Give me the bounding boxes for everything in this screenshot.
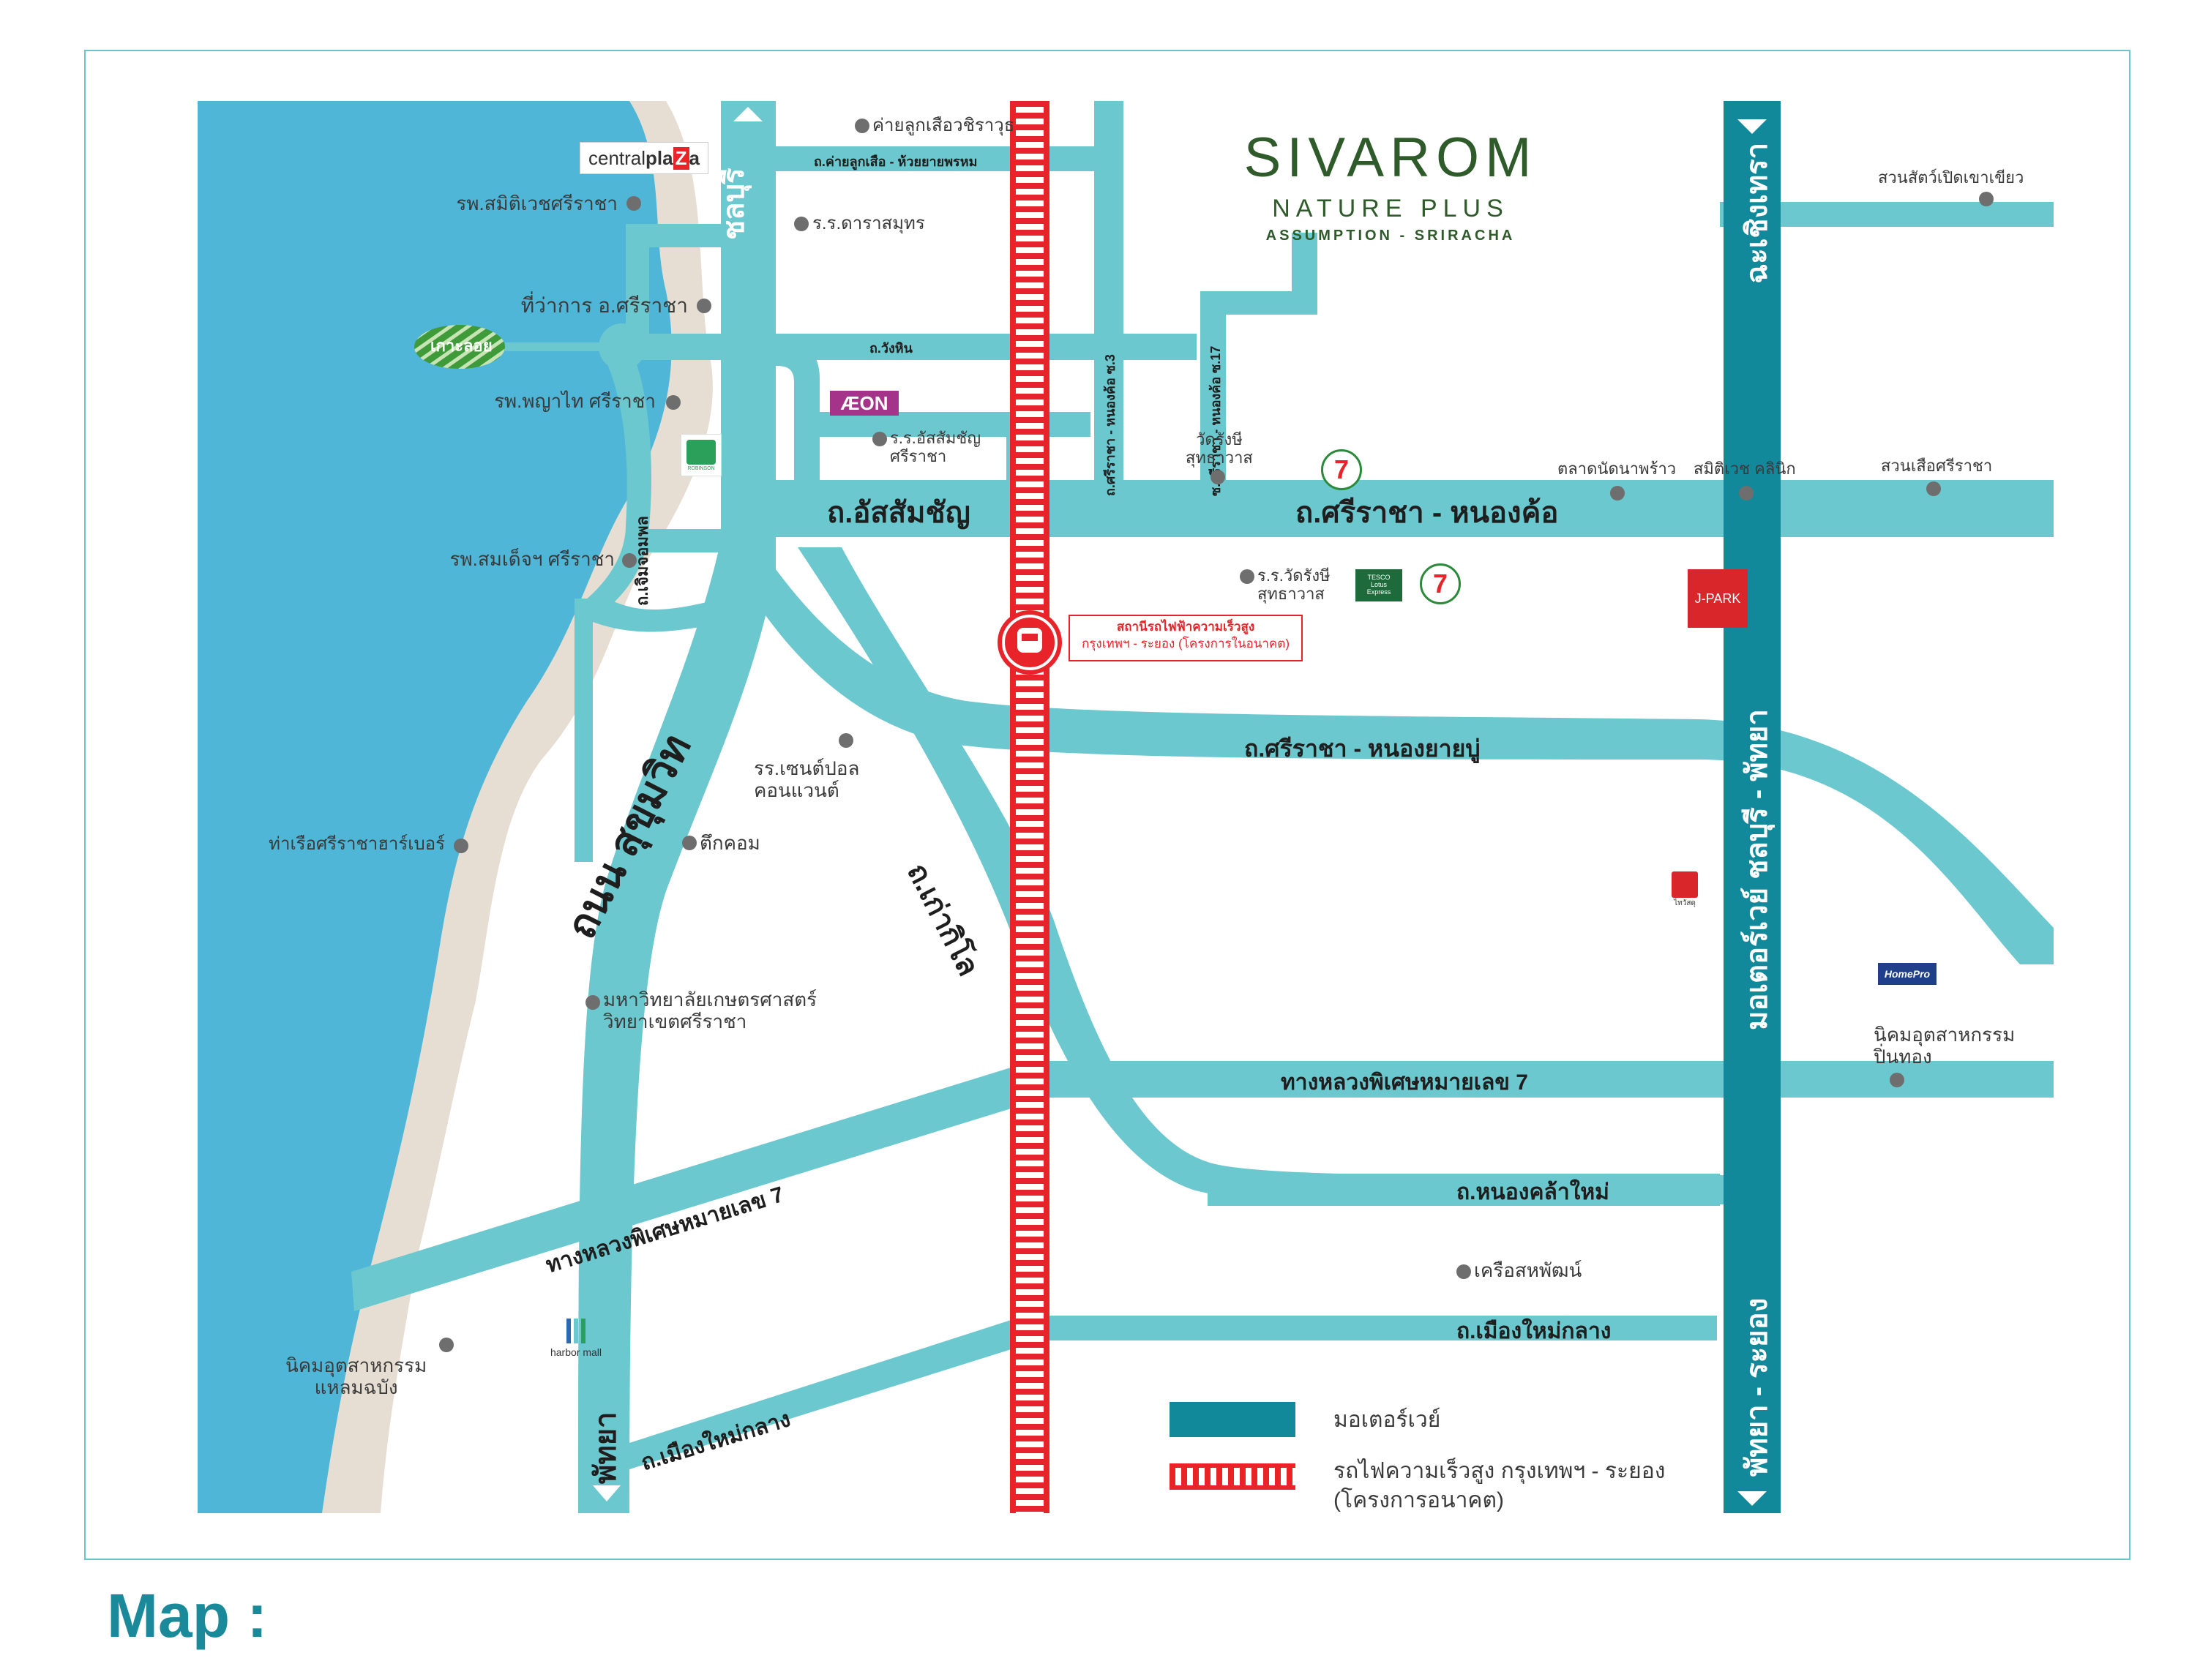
poi-dot xyxy=(1926,481,1941,496)
sea xyxy=(198,101,672,1513)
road-label-motorway-bottom: พัทยา - ระยอง xyxy=(1741,1297,1773,1477)
road-label-scout: ถ.ค่ายลูกเสือ - ห้วยยายพรหม xyxy=(814,154,978,169)
poi-scout-camp: ค่ายลูกเสือวชิราวุธ xyxy=(872,116,1015,135)
road-label-hw7-right: ทางหลวงพิเศษหมายเลข 7 xyxy=(1281,1070,1528,1095)
poi-dot xyxy=(1739,486,1754,500)
thaiwatsadu-logo: ไทวัสดุ xyxy=(1669,869,1701,910)
poi-dot xyxy=(585,995,600,1010)
poi-hospital-queen: รพ.สมเด็จฯ ศรีราชา xyxy=(449,548,615,570)
poi-assumption-school: ร.ร.อัสสัมชัญ ศรีราชา xyxy=(890,429,981,466)
poi-wat-rangsi: วัดรังษี สุทธาวาส xyxy=(1186,430,1253,468)
road-label-chonburi: ชลบุรี xyxy=(718,168,750,240)
poi-dot xyxy=(626,196,641,211)
jpark-logo: J-PARK xyxy=(1688,569,1748,628)
poi-dot xyxy=(1610,486,1625,500)
harbor-mall-text: harbor mall xyxy=(550,1346,602,1358)
harbor-mall-mark xyxy=(566,1319,585,1343)
poi-kasetsart: มหาวิทยาลัยเกษตรศาสตร์ วิทยาเขตศรีราชา xyxy=(603,989,817,1032)
poi-dot xyxy=(622,553,637,568)
poi-samitivej-clinic: สมิติเวช คลินิก xyxy=(1694,460,1796,478)
station-line1: สถานีรถไฟฟ้าความเร็วสูง xyxy=(1116,620,1255,634)
poi-tuk-com: ตึกคอม xyxy=(700,832,760,854)
seven-eleven-logo-b: 7 xyxy=(1420,563,1461,604)
brand-line2: NATURE PLUS xyxy=(1272,195,1509,222)
train-station-icon xyxy=(998,610,1062,675)
poi-dot xyxy=(1456,1264,1471,1279)
road-label-wangnin: ถ.วังหิน xyxy=(869,341,913,356)
koh-loy-bridge xyxy=(505,342,600,351)
road-label-nongyaiboo: ถ.ศรีราชา - หนองยายบู่ xyxy=(1244,735,1481,762)
poi-pinthong: นิคมอุตสาหกรรม ปิ่นทอง xyxy=(1874,1024,2016,1068)
thaiwatsadu-text: ไทวัสดุ xyxy=(1674,899,1696,907)
arrow-down-pattaya xyxy=(593,1485,621,1501)
poi-dot xyxy=(682,836,697,850)
poi-dot xyxy=(839,733,853,748)
road-label-mueang-right: ถ.เมืองใหม่กลาง xyxy=(1456,1319,1612,1343)
road-label-nongkhla-mai: ถ.หนองคล้าใหม่ xyxy=(1456,1180,1609,1204)
location-map: SIVAROM NATURE PLUS ASSUMPTION - SRIRACH… xyxy=(198,101,2054,1513)
poi-koh-loy: เกาะลอย xyxy=(430,337,493,355)
arrow-up-chonburi xyxy=(733,107,763,121)
brand-name: SIVAROM xyxy=(1243,127,1538,189)
homepro-logo: HomePro xyxy=(1878,963,1937,985)
road-label-motorway-mid: มอเตอร์เวย์ ชลบุรี - พัทยา xyxy=(1741,709,1773,1030)
road-label-assumption: ถ.อัสสัมชัญ xyxy=(827,497,970,529)
poi-dot xyxy=(439,1338,454,1352)
poi-dot xyxy=(794,217,809,231)
road-label-motorway-top: ฉะเชิงเทรา xyxy=(1741,142,1773,284)
poi-district-office: ที่ว่าการ อ.ศรีราชา xyxy=(520,294,688,317)
aeon-logo: ÆON xyxy=(830,391,899,416)
legend-rail-swatch xyxy=(1170,1463,1295,1490)
poi-tiger-zoo: สวนเสือศรีราชา xyxy=(1881,457,1993,475)
poi-samitivej-sriracha: รพ.สมิติเวชศรีราชา xyxy=(456,192,618,214)
poi-saha: เครือสหพัฒน์ xyxy=(1474,1259,1582,1281)
road-label-sriracha-nongkho: ถ.ศรีราชา - หนองค้อ xyxy=(1295,497,1559,529)
station-callout: สถานีรถไฟฟ้าความเร็วสูง กรุงเทพฯ - ระยอง… xyxy=(1069,615,1303,661)
harbor-mall-logo: harbor mall xyxy=(536,1313,616,1364)
motorway xyxy=(1724,101,1781,1513)
robinson-text: ROBINSON xyxy=(687,465,715,471)
poi-st-paul: รร.เซนต์ปอล คอนแวนต์ xyxy=(754,757,860,801)
high-speed-rail xyxy=(1010,101,1049,1513)
poi-dot xyxy=(1979,192,1994,206)
legend-motorway-label: มอเตอร์เวย์ xyxy=(1333,1408,1441,1432)
poi-dot xyxy=(697,299,711,313)
koh-loy-island xyxy=(414,325,505,369)
legend-rail-label-1: รถไฟความเร็วสูง กรุงเทพฯ - ระยอง xyxy=(1333,1459,1666,1483)
poi-port: ท่าเรือศรีราชาฮาร์เบอร์ xyxy=(269,834,445,854)
legend-motorway-swatch xyxy=(1170,1402,1295,1437)
station-line2: กรุงเทพฯ - ระยอง (โครงการในอนาคต) xyxy=(1082,636,1290,650)
poi-dot xyxy=(1890,1073,1904,1087)
poi-khao-kheow: สวนสัตว์เปิดเขาเขียว xyxy=(1878,168,2024,187)
poi-dot xyxy=(1240,569,1254,584)
tesco-lotus-logo: TESCO Lotus Express xyxy=(1355,569,1402,601)
poi-phyathai: รพ.พญาไท ศรีราชา xyxy=(494,390,656,412)
robinson-mark xyxy=(686,439,716,465)
poi-market: ตลาดนัดนาพร้าว xyxy=(1557,460,1677,478)
footer-title: Map : xyxy=(107,1581,268,1650)
poi-dot xyxy=(1211,470,1225,484)
poi-dot xyxy=(872,432,887,446)
map-canvas xyxy=(198,101,2054,1513)
road-label-soi3: ถ.ศรีราชา - หนองค้อ ซ.3 xyxy=(1103,354,1118,496)
poi-dot xyxy=(454,839,468,853)
poi-sarasamut: ร.ร.ดาราสมุทร xyxy=(812,214,925,233)
poi-school-wat-rangsi: ร.ร.วัดรังษี สุทธาวาส xyxy=(1257,566,1331,604)
road-label-pattaya: พัทยา xyxy=(590,1411,622,1484)
poi-laem-chabang: นิคมอุตสาหกรรม แหลมฉบัง xyxy=(285,1354,427,1398)
seven-eleven-logo-a: 7 xyxy=(1321,449,1362,490)
poi-dot xyxy=(666,395,681,410)
robinson-logo: ROBINSON xyxy=(681,434,722,476)
brand-logo: SIVAROM NATURE PLUS ASSUMPTION - SRIRACH… xyxy=(1208,130,1574,244)
brand-line3: ASSUMPTION - SRIRACHA xyxy=(1265,228,1516,244)
poi-dot xyxy=(855,119,869,133)
map-frame xyxy=(84,50,2130,1560)
thaiwatsadu-mark xyxy=(1672,871,1698,898)
legend-rail-label-2: (โครงการอนาคต) xyxy=(1333,1488,1504,1512)
